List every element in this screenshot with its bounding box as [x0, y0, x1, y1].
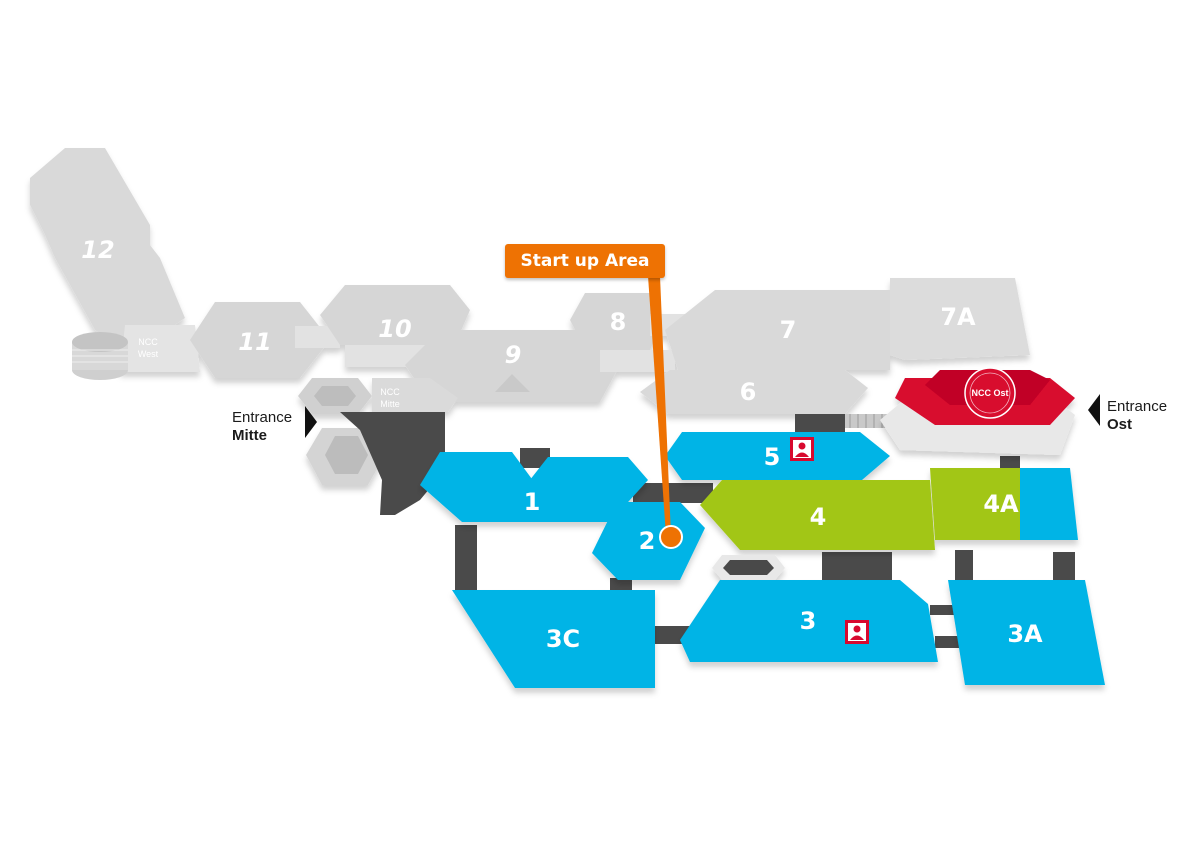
- entrance-arrow-icon: [1088, 394, 1100, 426]
- hall-12[interactable]: [30, 148, 185, 345]
- hall-11[interactable]: [190, 302, 330, 378]
- hall-2[interactable]: [592, 502, 705, 580]
- hall-11-label: 11: [238, 328, 271, 356]
- hall-7[interactable]: [665, 290, 890, 370]
- ncc-mitte-label-1: NCC: [380, 387, 400, 397]
- hall-3c-label: 3C: [546, 625, 580, 653]
- entrance-arrow-icon: [305, 406, 317, 438]
- entrance-ost-label: Entrance: [1107, 398, 1168, 415]
- hall-8-label: 8: [610, 308, 627, 336]
- hall-7-label: 7: [780, 316, 797, 344]
- hall-12-label: 12: [81, 236, 114, 264]
- hall-9[interactable]: [405, 330, 620, 402]
- hall-3a[interactable]: [948, 580, 1105, 685]
- ncc-west-label-2: West: [138, 349, 159, 359]
- ncc-mitte-top-inner: [314, 386, 356, 406]
- entrance-mitte[interactable]: Entrance Mitte: [232, 409, 292, 445]
- hall-4a-green[interactable]: [930, 468, 1020, 540]
- entrance-ost[interactable]: Entrance Ost: [1107, 398, 1167, 434]
- hall-3-label: 3: [800, 607, 817, 635]
- ncc-west-label-1: NCC: [138, 337, 158, 347]
- person-icon: [845, 620, 869, 644]
- hall-7a[interactable]: [890, 278, 1030, 360]
- entrance-mitte-name: Mitte: [232, 427, 267, 444]
- location-pin-icon: [659, 525, 683, 549]
- entrance-ost-name: Ost: [1107, 416, 1133, 433]
- start-up-area-callout[interactable]: Start up Area: [505, 244, 665, 278]
- ncc-mitte-block: [372, 378, 458, 412]
- hall-2-label: 2: [639, 527, 656, 555]
- hall-10-label: 10: [378, 315, 411, 343]
- hall-4a-blue[interactable]: [1020, 468, 1078, 540]
- ncc-west-building: [72, 332, 128, 380]
- ncc-ost-building[interactable]: [880, 367, 1075, 455]
- connector-11-10: [295, 326, 340, 348]
- hall-3a-label: 3A: [1007, 620, 1043, 648]
- ncc-ost-label: NCC Ost: [971, 388, 1008, 398]
- hall-9-roof: [495, 374, 530, 392]
- hall-4-label: 4: [810, 503, 827, 531]
- hall-4[interactable]: [700, 480, 935, 550]
- hall-3c[interactable]: [452, 590, 655, 688]
- hall-4a-label: 4A: [983, 490, 1019, 518]
- hall-9-label: 9: [505, 341, 522, 369]
- callout-pointer: [648, 276, 671, 536]
- hall-10[interactable]: [320, 285, 470, 345]
- person-icon: [790, 437, 814, 461]
- entrance-mitte-label: Entrance: [232, 409, 293, 426]
- hall-5-label: 5: [764, 443, 781, 471]
- ncc-mitte-lower-inner: [325, 436, 368, 474]
- connector-hex-inner: [723, 560, 774, 575]
- ncc-mitte-label-2: Mitte: [380, 399, 400, 409]
- hall-5[interactable]: [665, 432, 890, 480]
- hall-3[interactable]: [680, 580, 938, 662]
- connector-10-9: [345, 345, 425, 367]
- hall-6-label: 6: [740, 378, 757, 406]
- hall-8[interactable]: [570, 293, 665, 350]
- hall-1-label: 1: [524, 488, 541, 516]
- connector-west: [120, 325, 200, 372]
- hall-7a-label: 7A: [940, 303, 976, 331]
- hall-6[interactable]: [640, 370, 868, 414]
- hall-1[interactable]: [492, 457, 648, 522]
